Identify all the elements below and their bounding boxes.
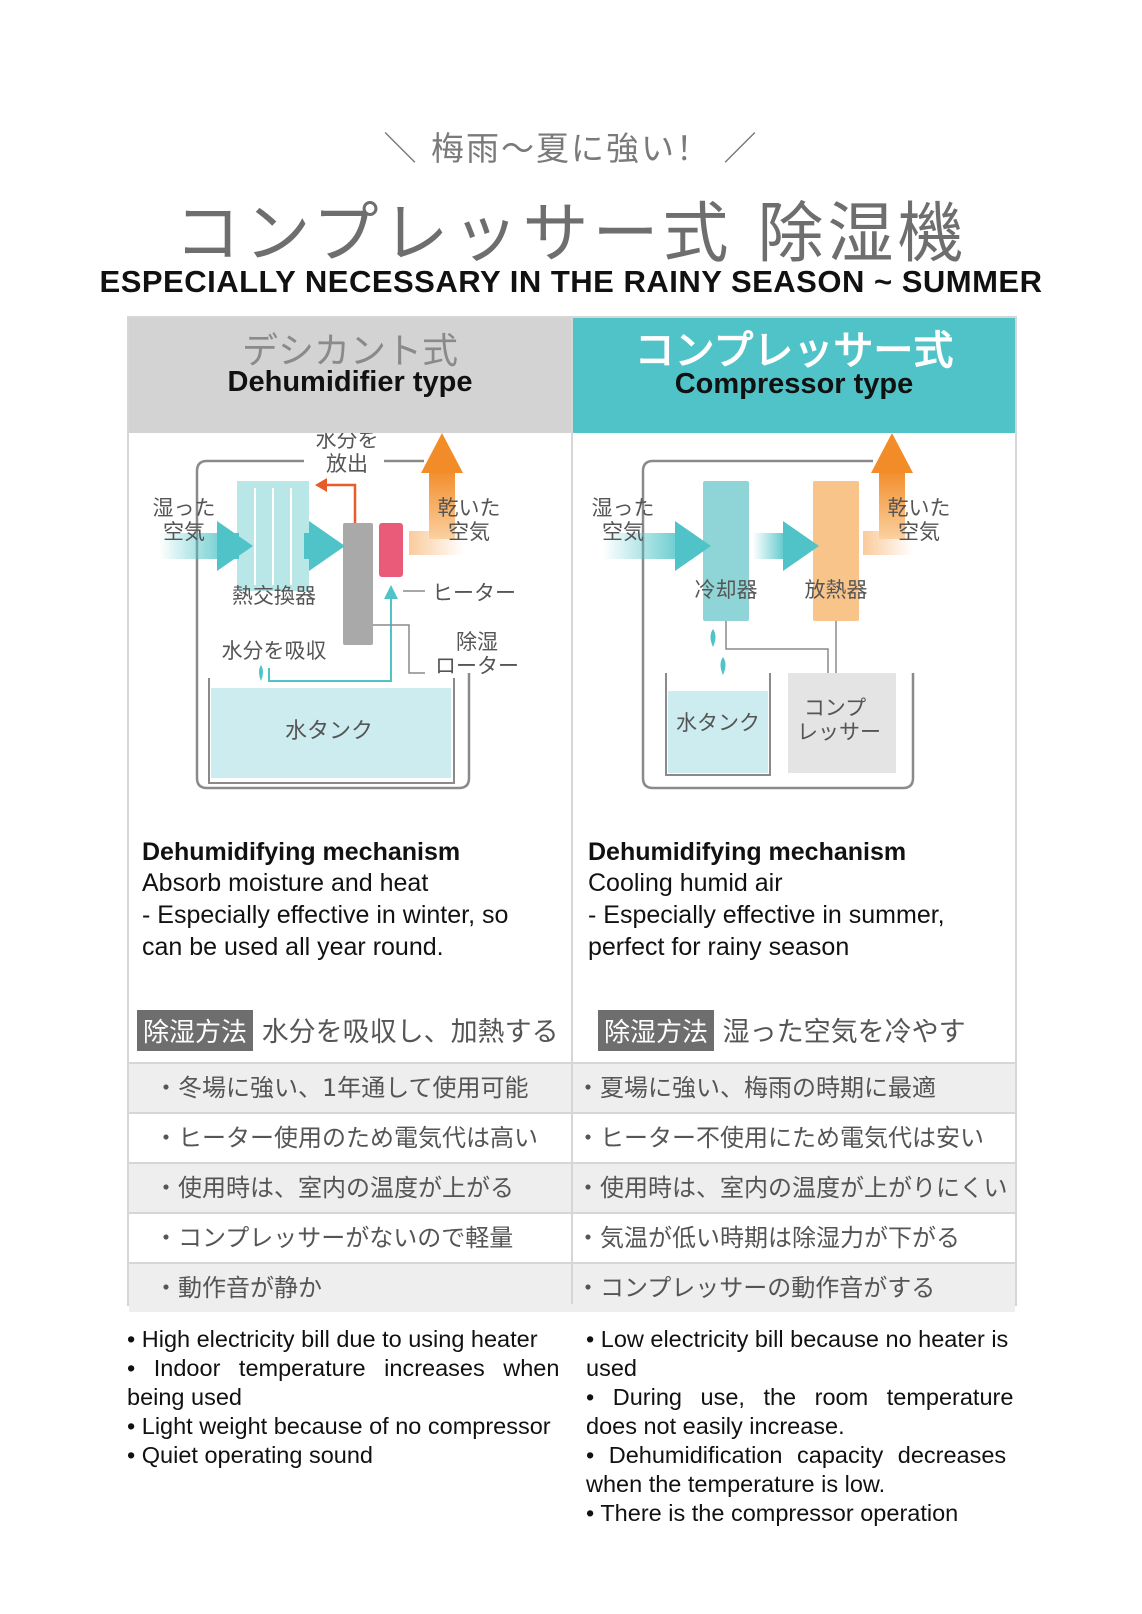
row-cell-desiccant: ・使用時は、室内の温度が上がる [154,1174,514,1202]
note-line: • Dehumidification capacity decreases [586,1442,1007,1468]
label-compressor-2: レッサー [797,720,881,744]
note-line: does not easily increase. [586,1413,845,1439]
desiccant-header: デシカント式 Dehumidifier type [129,318,571,433]
label-dry-air-2: 空気 [898,520,940,544]
row-cell-compressor: ・ヒーター不使用にため電気代は安い [576,1124,984,1152]
label-rotor-1: 除湿 [456,630,498,654]
method-text: 水分を吸収し、加熱する [261,1017,559,1048]
note-line: • Indoor temperature increases when [127,1355,560,1381]
label-rotor-2: ローター [435,654,519,678]
compressor-mech-line: - Especially effective in summer, [588,901,945,929]
note-line: • During use, the room temperature [586,1384,1014,1410]
compressor-diagram: 湿った 空気 乾いた 空気 冷却器 放熱器 水タンク コンプ レッサー [592,433,951,790]
compressor-header-jp: コンプレッサー式 [634,328,954,374]
row-cell-compressor: ・気温が低い時期は除湿力が下がる [576,1224,960,1252]
label-absorb-water: 水分を吸収 [222,639,327,663]
page-title: コンプレッサー式 除湿機 [174,195,968,272]
note-line: when the temperature is low. [586,1471,886,1497]
compressor-mechanism: Dehumidifying mechanism Cooling humid ai… [588,838,1008,963]
row-cell-desiccant: ・動作音が静か [154,1274,322,1302]
desiccant-mech-title: Dehumidifying mechanism [142,838,461,866]
dry-air-arrow [871,433,913,473]
compressor-notes: • Low electricity bill because no heater… [586,1325,1026,1528]
label-dry-air-1: 乾いた [438,496,501,520]
dry-air-arrow [421,433,463,473]
label-moist-air-1: 湿った [592,496,655,520]
method-tag: 除湿方法 [598,1010,715,1051]
label-dry-air-2: 空気 [448,520,490,544]
note-line: • Low electricity bill because no heater… [586,1326,1009,1352]
radiator [813,481,859,621]
note-line: • There is the compressor operation [586,1500,959,1526]
row-cell-desiccant: ・ヒーター使用のため電気代は高い [154,1124,538,1152]
label-water-tank: 水タンク [676,711,760,735]
method-tag: 除湿方法 [137,1010,254,1051]
note-line: • Light weight because of no compressor [127,1413,551,1439]
label-compressor-1: コンプ [804,696,866,720]
label-release-water-2: 放出 [326,452,368,476]
water-tank [211,688,451,778]
row-cell-desiccant: ・コンプレッサーがないので軽量 [154,1224,514,1252]
tagline: ＼ 梅雨〜夏に強い！ ／ [383,129,759,168]
desiccant-mechanism: Dehumidifying mechanism Absorb moisture … [142,838,562,963]
compressor-method: 除湿方法 湿った空気を冷やす [598,1010,1008,1051]
water-tank [668,691,768,773]
label-moist-air-2: 空気 [163,520,205,544]
page-subtitle: ESPECIALLY NECESSARY IN THE RAINY SEASON… [99,264,1043,299]
release-water-arrow [315,478,327,492]
desiccant-header-jp: デシカント式 [241,331,458,372]
column-divider [571,316,573,1306]
desiccant-header-en: Dehumidifier type [227,366,473,398]
desiccant-mech-line: - Especially effective in winter, so [142,901,509,929]
unit-frame [195,471,471,790]
cooler [703,481,749,621]
row-cell-desiccant: ・冬場に強い、1年通して使用可能 [154,1074,529,1102]
method-text: 湿った空気を冷やす [722,1017,966,1048]
label-cooler: 冷却器 [695,578,758,602]
unit-frame [641,471,915,790]
dehumidifying-rotor [343,523,373,645]
label-heater: ヒーター [432,581,516,605]
desiccant-mech-line: Absorb moisture and heat [142,869,429,897]
label-moist-air-1: 湿った [153,496,216,520]
moist-air-arrow [675,521,711,571]
desiccant-method: 除湿方法 水分を吸収し、加熱する [137,1010,567,1051]
compressor-mech-line: perfect for rainy season [588,933,850,961]
moist-air-arrow [217,521,253,571]
compressor-mech-line: Cooling humid air [588,869,783,897]
desiccant-mech-line: can be used all year round. [142,933,444,961]
compressor-unit [788,673,896,773]
label-radiator: 放熱器 [805,578,868,602]
label-heat-exchanger: 熱交換器 [232,584,316,608]
compressor-header-en: Compressor type [674,368,914,400]
note-line: used [586,1355,637,1381]
desiccant-notes: • High electricity bill due to using hea… [127,1325,572,1470]
label-water-tank: 水タンク [285,719,373,744]
desiccant-diagram: 水分を 放出 湿った 空気 乾いた 空気 熱交換器 ヒーター 水分を吸収 除湿 … [153,433,519,790]
label-dry-air-1: 乾いた [888,496,951,520]
note-line: being used [127,1384,242,1410]
note-line: • High electricity bill due to using hea… [127,1326,538,1352]
label-moist-air-2: 空気 [602,520,644,544]
compressor-header: コンプレッサー式 Compressor type [573,318,1015,433]
compressor-mech-title: Dehumidifying mechanism [588,838,907,866]
note-line: • Quiet operating sound [127,1442,374,1468]
row-cell-compressor: ・夏場に強い、梅雨の時期に最適 [576,1074,936,1102]
heater [379,523,403,577]
label-release-water-1: 水分を [316,433,379,452]
row-cell-compressor: ・コンプレッサーの動作音がする [576,1274,936,1302]
row-cell-compressor: ・使用時は、室内の温度が上がりにくい [576,1174,1008,1202]
